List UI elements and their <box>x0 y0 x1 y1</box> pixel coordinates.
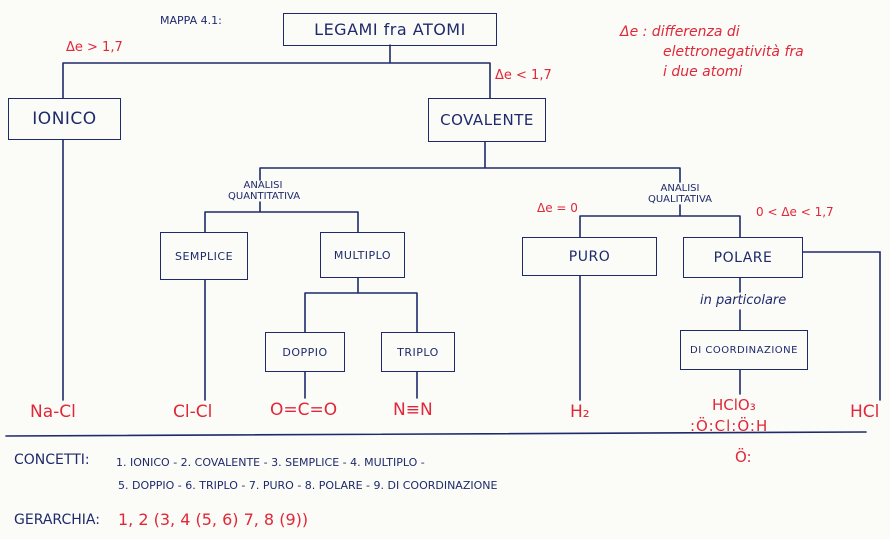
legend-line-1: Δe : differenza di <box>620 24 740 40</box>
node-ionico-label: IONICO <box>32 109 97 129</box>
gerarchia-label: GERARCHIA: <box>14 512 100 528</box>
concetti-line-2: 5. DOPPIO - 6. TRIPLO - 7. PURO - 8. POL… <box>118 479 498 492</box>
lewis-row-1: :Ö:Cl:Ö:H <box>690 417 769 435</box>
label-in-particolare: in particolare <box>700 293 787 308</box>
covalent-condition: Δe < 1,7 <box>495 68 552 83</box>
node-multiplo-label: MULTIPLO <box>333 248 392 262</box>
node-multiplo: MULTIPLO <box>320 232 405 278</box>
root-node: LEGAMI fra ATOMI <box>283 13 497 46</box>
quantitativa-line-2: QUANTITATIVA <box>228 191 301 202</box>
example-doppio: O=C=O <box>270 400 338 420</box>
node-coordinazione: DI COORDINAZIONE <box>680 330 808 370</box>
legend-line-2: elettronegatività fra <box>663 44 804 60</box>
node-coordinazione-label: DI COORDINAZIONE <box>690 344 798 356</box>
node-covalente: COVALENTE <box>428 98 546 142</box>
label-analisi-qualitativa: ANALISI QUALITATIVA <box>640 183 720 205</box>
example-coordinazione: HClO₃ <box>712 396 756 414</box>
example-polare: HCl <box>850 402 880 422</box>
example-semplice: Cl-Cl <box>173 402 213 422</box>
node-polare: POLARE <box>683 237 803 278</box>
label-analisi-quantitativa: ANALISI QUANTITATIVA <box>228 180 301 202</box>
node-puro-label: PURO <box>568 248 611 265</box>
example-puro: H₂ <box>570 402 590 422</box>
example-triplo: N≡N <box>393 400 433 420</box>
qualitativa-line-1: ANALISI <box>660 183 700 194</box>
concetti-label: CONCETTI: <box>14 452 90 468</box>
node-doppio-label: DOPPIO <box>282 345 328 359</box>
node-semplice: SEMPLICE <box>160 232 248 280</box>
qualitativa-line-2: QUALITATIVA <box>647 194 713 205</box>
map-label: MAPPA 4.1: <box>160 14 222 27</box>
legend-line-3: i due atomi <box>663 64 743 80</box>
node-doppio: DOPPIO <box>265 332 345 372</box>
example-ionico: Na-Cl <box>30 402 76 422</box>
node-polare-label: POLARE <box>713 249 773 266</box>
puro-condition: Δe = 0 <box>537 201 578 215</box>
polare-condition: 0 < Δe < 1,7 <box>756 205 834 219</box>
root-node-label: LEGAMI fra ATOMI <box>314 20 466 39</box>
node-puro: PURO <box>522 237 657 276</box>
lewis-row-2: Ö: <box>735 448 752 466</box>
node-triplo: TRIPLO <box>381 332 455 372</box>
node-covalente-label: COVALENTE <box>440 111 534 129</box>
node-triplo-label: TRIPLO <box>397 345 439 359</box>
concetti-line-1: 1. IONICO - 2. COVALENTE - 3. SEMPLICE -… <box>116 456 425 469</box>
quantitativa-line-1: ANALISI <box>243 180 283 191</box>
node-ionico: IONICO <box>8 98 121 140</box>
gerarchia-value: 1, 2 (3, 4 (5, 6) 7, 8 (9)) <box>118 510 309 529</box>
ionic-condition: Δe > 1,7 <box>66 40 123 55</box>
node-semplice-label: SEMPLICE <box>174 249 234 263</box>
